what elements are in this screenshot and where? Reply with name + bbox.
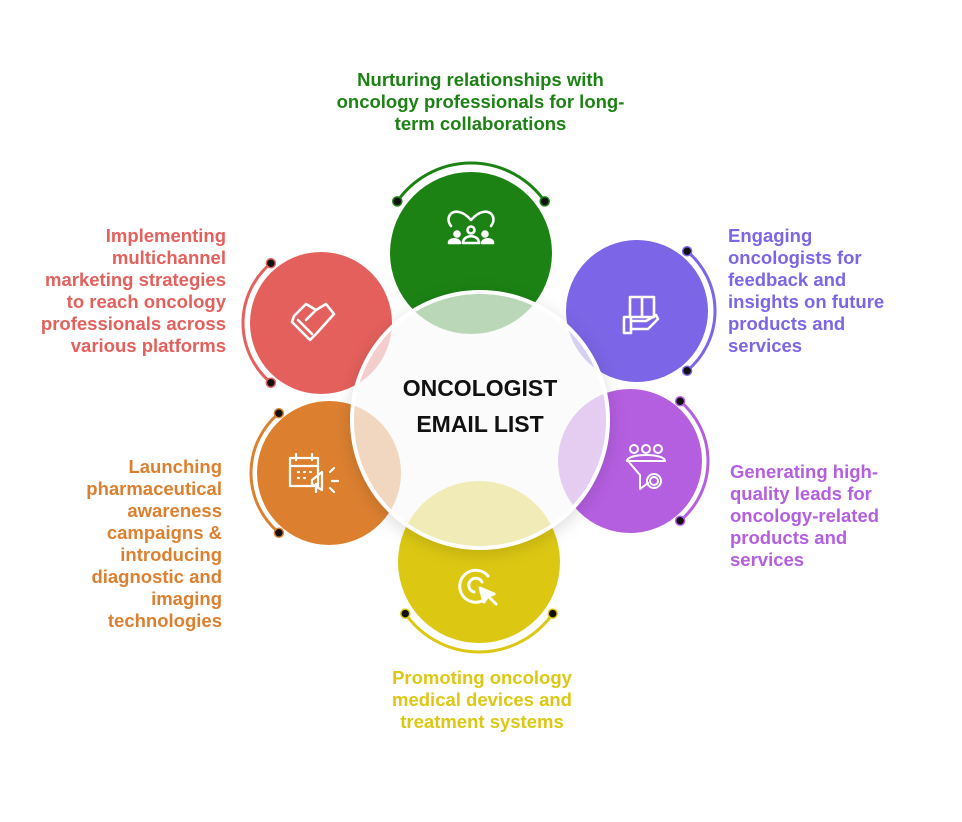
arc-generating (679, 400, 710, 522)
center-title: ONCOLOGIST EMAIL LIST (352, 370, 608, 442)
lead-funnel-icon (626, 444, 666, 490)
label-nurturing: Nurturing relationships with oncology pr… (336, 69, 625, 134)
calendar-megaphone-icon (288, 452, 340, 494)
arc-endpoint-dot (265, 257, 277, 269)
arc-engaging (686, 250, 717, 372)
arc-promoting (404, 612, 554, 654)
label-promoting: Promoting oncology medical devices and t… (392, 667, 572, 732)
label-launching: Launching pharmaceutical awareness campa… (86, 456, 222, 631)
circle-engaging (566, 240, 708, 382)
label-engaging: Engaging oncologists for feedback and in… (728, 225, 885, 356)
center-circle (350, 290, 610, 550)
arc-endpoint-dot (547, 608, 558, 619)
arc-endpoint-dot (392, 196, 403, 207)
arc-implementing (241, 262, 272, 384)
arc-endpoint-dot (681, 365, 693, 377)
arc-endpoint-dot (539, 196, 550, 207)
hand-box-icon (622, 295, 660, 335)
team-heart-icon (447, 210, 495, 245)
arc-nurturing (396, 161, 546, 203)
arc-endpoint-dot (265, 377, 277, 389)
arc-endpoint-dot (273, 407, 285, 419)
circle-implementing (250, 252, 392, 394)
arc-endpoint-dot (674, 515, 686, 527)
target-click-icon (458, 568, 498, 606)
label-implementing: Implementing multichannel marketing stra… (40, 225, 226, 356)
label-generating: Generating high-quality leads for oncolo… (730, 461, 880, 570)
arc-endpoint-dot (273, 527, 285, 539)
circle-nurturing (390, 172, 552, 334)
arc-endpoint-dot (674, 395, 686, 407)
arc-endpoint-dot (400, 608, 411, 619)
center-title-line2: EMAIL LIST (416, 411, 544, 437)
center-title-line1: ONCOLOGIST (402, 375, 558, 401)
handshake-icon (290, 302, 336, 342)
arc-launching (249, 412, 280, 534)
arc-endpoint-dot (681, 245, 693, 257)
